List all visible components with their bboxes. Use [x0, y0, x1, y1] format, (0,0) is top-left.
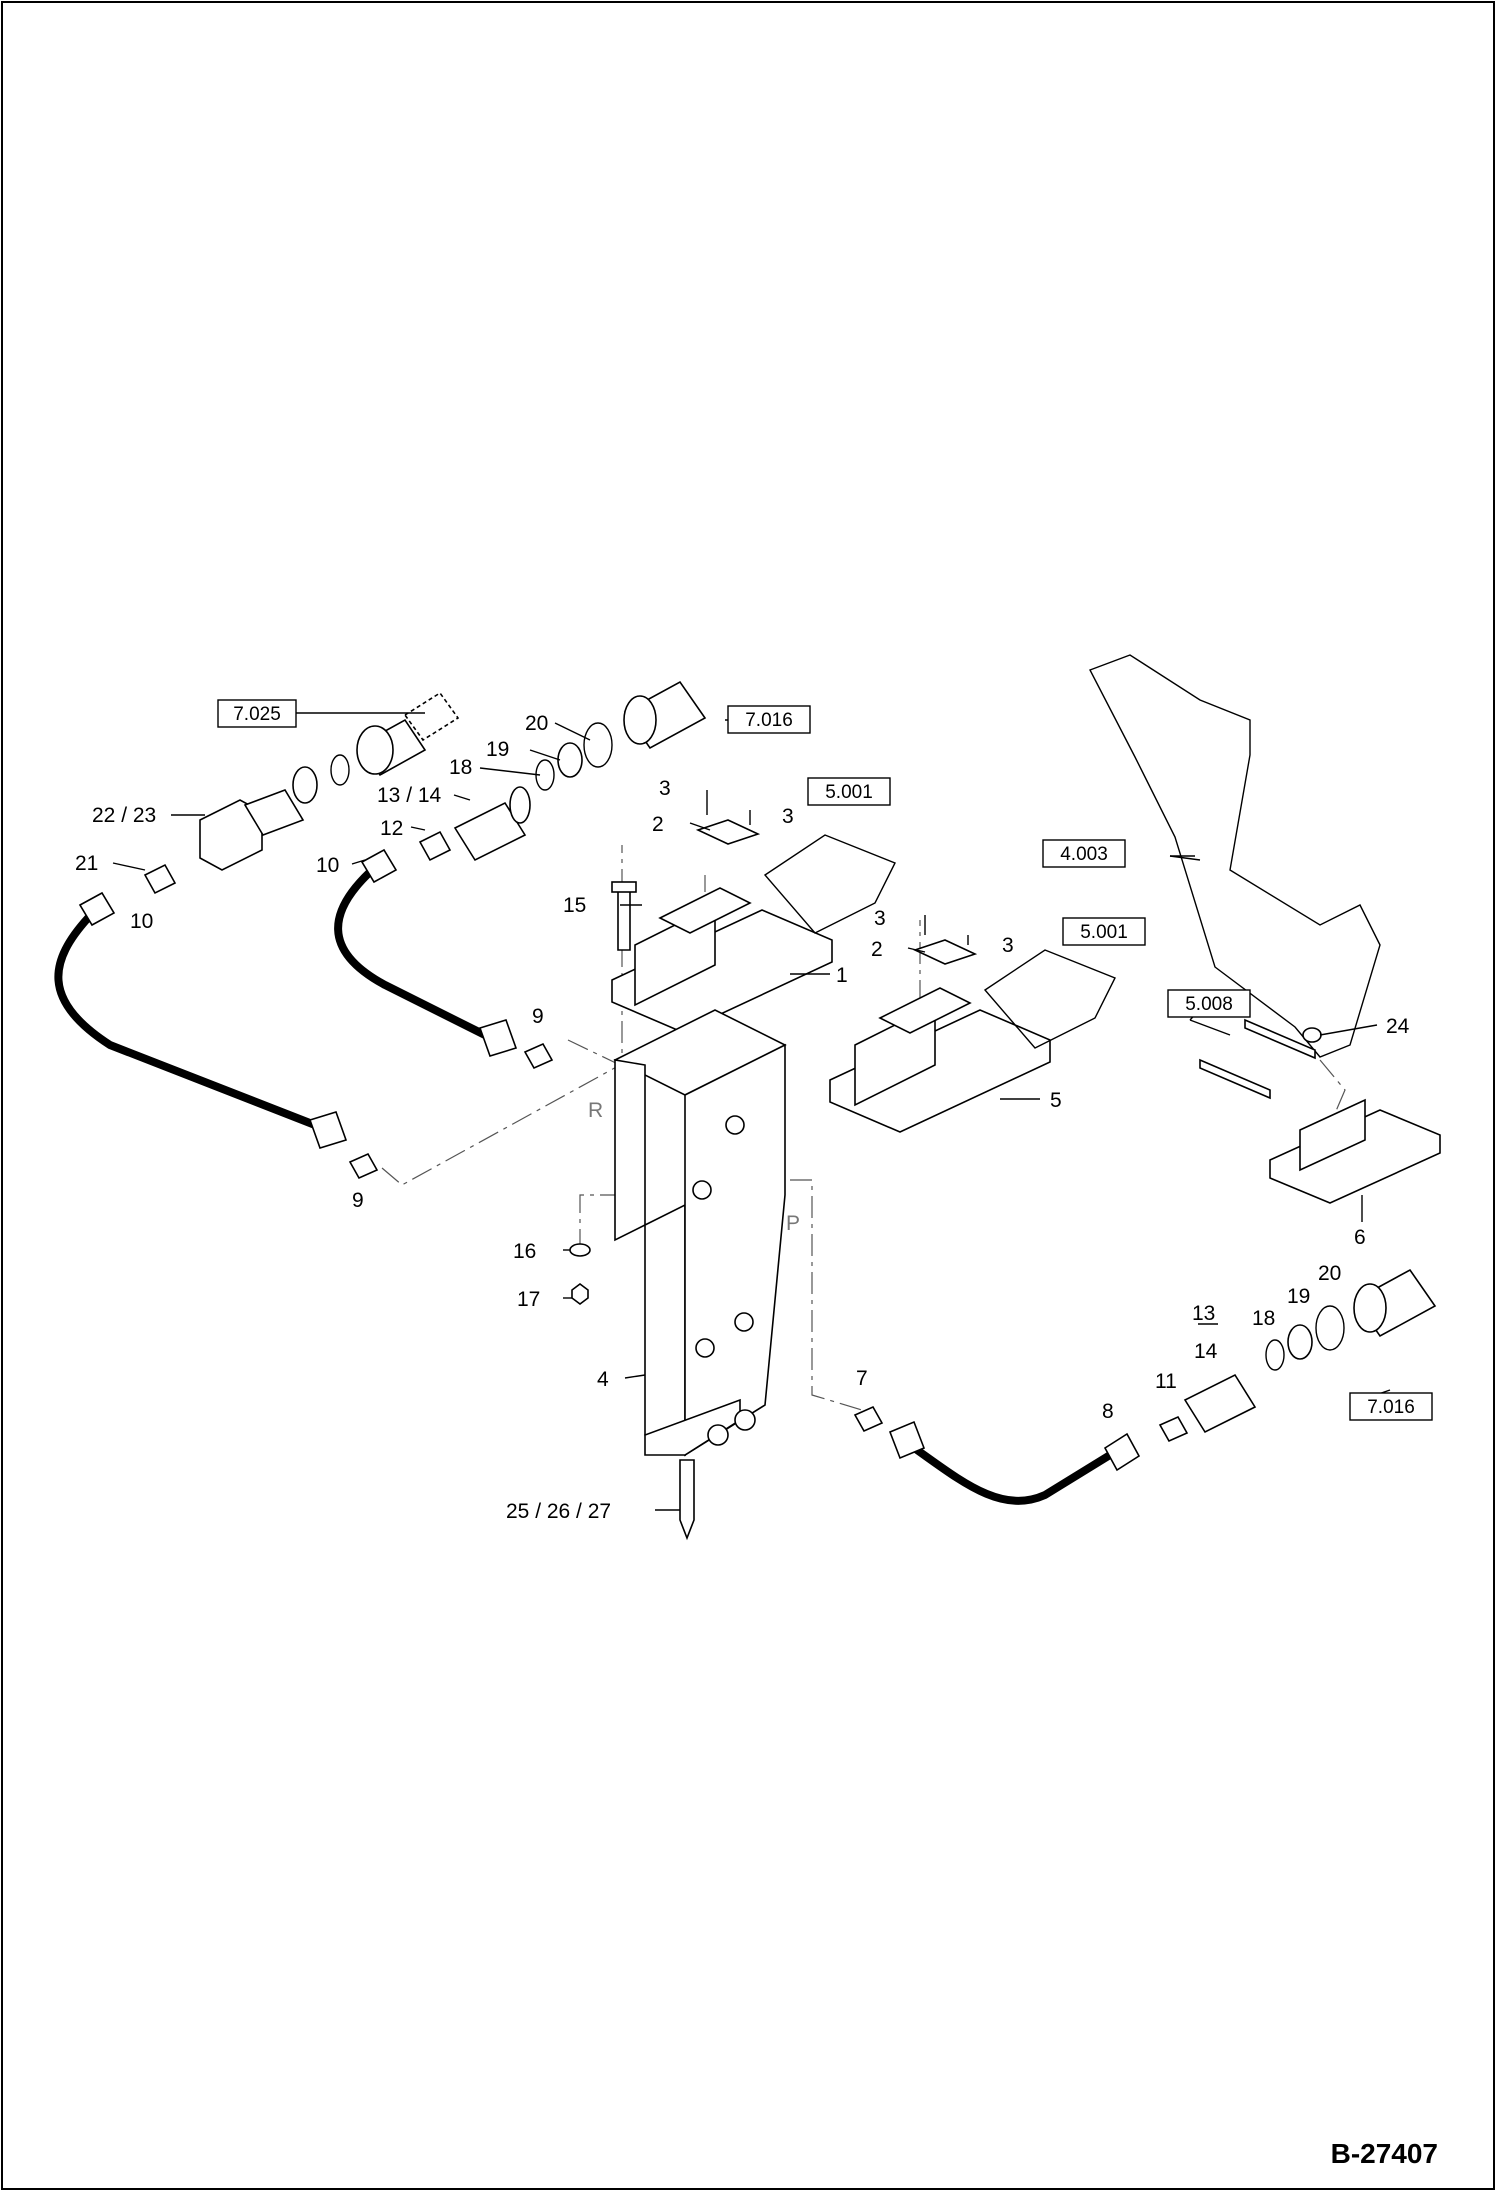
ref-box-5008[interactable]: 5.008 [1167, 989, 1251, 1018]
callout-3-b2: 3 [1002, 934, 1014, 957]
bolt-15 [611, 881, 637, 951]
callout-9-mid: 9 [532, 1005, 544, 1028]
nipple-21 [143, 863, 177, 895]
callout-21: 21 [75, 852, 98, 875]
callout-10-left: 10 [130, 910, 153, 933]
callout-1: 1 [836, 964, 848, 987]
ref-box-label: 5.001 [1080, 922, 1128, 943]
ref-box-7016-bottom[interactable]: 7.016 [1349, 1392, 1433, 1421]
drawing-code: B-27407 [1331, 2138, 1438, 2169]
coupling-body-13-14-top [453, 786, 531, 862]
callout-18-top: 18 [449, 756, 472, 779]
adapters-9 [348, 1042, 554, 1180]
callout-24: 24 [1386, 1015, 1410, 1038]
nipple-12 [418, 830, 452, 862]
hydraulic-breaker-4 [613, 1009, 787, 1541]
assembly-lines [381, 845, 1346, 1411]
hose-middle [334, 848, 518, 1057]
quick-coupler-ghost-5001 [763, 834, 1116, 1049]
excavator-arm-4003 [1089, 654, 1381, 1058]
callout-13-14-top: 13 / 14 [377, 784, 442, 807]
coupler-7016-bottom [1353, 1268, 1437, 1338]
callout-16: 16 [513, 1240, 536, 1263]
pins-5008 [1199, 1018, 1316, 1100]
callout-15: 15 [563, 894, 586, 917]
pins-and-plates-2-3 [695, 790, 978, 965]
coupling-body-22-23 [199, 789, 305, 871]
ref-box-label: 4.003 [1060, 844, 1108, 865]
ref-box-7016-top[interactable]: 7.016 [727, 705, 811, 734]
callout-22-23: 22 / 23 [92, 804, 156, 827]
ref-box-7025[interactable]: 7.025 [217, 699, 297, 728]
ref-box-4003[interactable]: 4.003 [1042, 839, 1126, 868]
ref-box-label: 5.001 [825, 782, 873, 803]
callout-14-bottom: 14 [1194, 1340, 1218, 1363]
hose-bottom [888, 1420, 1141, 1505]
callout-11: 11 [1155, 1370, 1177, 1393]
coupling-body-13-14-bottom [1183, 1373, 1257, 1434]
callout-7: 7 [856, 1367, 868, 1390]
port-label-pressure: P [786, 1212, 800, 1235]
callout-2-b: 2 [871, 938, 883, 961]
coupler-7025 [356, 691, 460, 777]
callout-19-top: 19 [486, 738, 509, 761]
coupler-7016-top [623, 680, 707, 750]
seal-rings-bottom [1265, 1305, 1345, 1371]
callout-5: 5 [1050, 1089, 1062, 1112]
callout-20-top: 20 [525, 712, 548, 735]
callout-20-bottom: 20 [1318, 1262, 1341, 1285]
callout-4: 4 [597, 1368, 609, 1391]
callout-10-mid: 10 [316, 854, 339, 877]
hose-left [54, 891, 348, 1149]
ref-box-label: 7.025 [233, 704, 281, 725]
seal-rings-top-left [292, 754, 350, 804]
callouts: 20 19 18 13 / 14 12 10 22 / 23 21 10 9 9… [75, 712, 1410, 1523]
ref-box-label: 7.016 [745, 710, 793, 731]
callout-12: 12 [380, 817, 403, 840]
ref-box-label: 7.016 [1367, 1397, 1415, 1418]
callout-9-left: 9 [352, 1189, 364, 1212]
callout-18-bottom: 18 [1252, 1307, 1275, 1330]
callout-3-a2: 3 [782, 805, 794, 828]
callout-3-b1: 3 [874, 907, 886, 930]
adapter-plate-1 [611, 887, 833, 1033]
washer-nut-16-17 [569, 1243, 591, 1305]
ref-box-5001-b[interactable]: 5.001 [1062, 917, 1146, 946]
callout-6: 6 [1354, 1226, 1366, 1249]
fittings-7-11 [853, 1405, 1189, 1443]
callout-3-a1: 3 [659, 777, 671, 800]
callout-19-bottom: 19 [1287, 1285, 1310, 1308]
callout-17: 17 [517, 1288, 540, 1311]
callout-25-26-27: 25 / 26 / 27 [506, 1500, 611, 1523]
port-label-return: R [588, 1099, 603, 1122]
mounting-plate-6 [1269, 1027, 1441, 1204]
callout-8: 8 [1102, 1400, 1114, 1423]
ref-box-label: 5.008 [1185, 994, 1233, 1015]
ref-box-5001-a[interactable]: 5.001 [807, 777, 891, 806]
adapter-plate-5 [829, 987, 1051, 1133]
callout-13-bottom: 13 [1192, 1302, 1215, 1325]
callout-2-a: 2 [652, 813, 664, 836]
